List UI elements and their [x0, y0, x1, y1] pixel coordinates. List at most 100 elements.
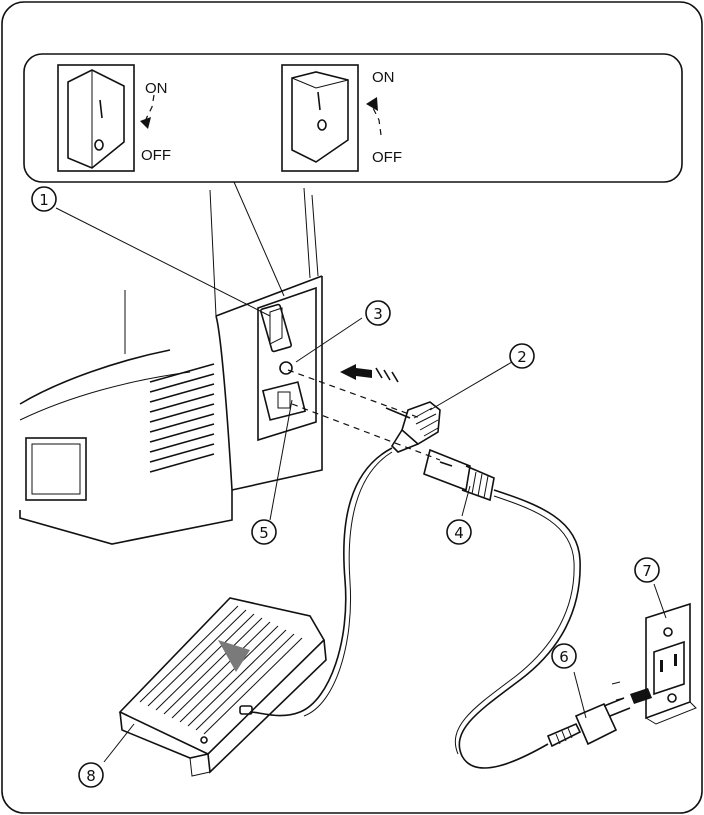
switch-arrow-head	[366, 97, 378, 111]
machine-top-edge	[215, 275, 323, 317]
callout-4: 4	[446, 519, 472, 545]
switch-arrow-head	[140, 117, 151, 129]
leader-inset-switch	[233, 181, 285, 297]
machine-arm	[311, 194, 319, 277]
leader-2	[429, 361, 513, 411]
pedal-ridges	[139, 605, 303, 735]
power-cord	[458, 489, 581, 769]
foot-pedal-side	[207, 639, 327, 774]
machine-arm	[209, 189, 217, 317]
connector-mark	[439, 461, 453, 467]
inset-frame	[23, 53, 683, 183]
machine-power-switch-rocker[interactable]	[269, 307, 283, 345]
leader-4	[461, 485, 471, 517]
callout-number: 6	[559, 648, 569, 666]
machine-contour	[19, 349, 171, 405]
switch-on-mark	[99, 99, 103, 119]
plug-grip	[555, 727, 573, 745]
arrow-solid	[630, 688, 652, 704]
pedal-cord-exit	[239, 705, 253, 715]
leader-6	[573, 671, 587, 719]
switch-rocker	[67, 69, 125, 169]
power-cord-connector	[423, 448, 495, 502]
callout-number: 3	[373, 305, 383, 323]
arrow-tick	[391, 371, 399, 383]
foot-control-cord	[249, 447, 393, 717]
foot-pedal-top	[118, 597, 326, 755]
side-cover	[25, 437, 87, 501]
machine-power-switch[interactable]	[259, 303, 293, 353]
outlet-face	[653, 640, 685, 696]
plug-grip	[413, 407, 439, 437]
off-label: OFF	[372, 149, 402, 166]
machine-arm	[303, 187, 311, 279]
wall-outlet	[645, 602, 697, 725]
pedal-chevron	[218, 640, 250, 672]
leader-7	[653, 583, 667, 619]
side-cover-inner	[31, 443, 81, 495]
arrow-tick	[611, 681, 625, 701]
switch-rocker	[291, 71, 349, 163]
machine-contour	[19, 371, 191, 421]
callout-3: 3	[365, 300, 391, 326]
leader-8	[103, 723, 135, 763]
callout-number: 7	[642, 562, 652, 580]
on-label: ON	[372, 69, 395, 86]
machine-power-socket[interactable]	[261, 381, 307, 421]
foot-control-cord-edge	[303, 451, 393, 717]
callout-2: 2	[509, 343, 535, 369]
switch-right: ON OFF	[281, 64, 402, 172]
callout-number: 8	[86, 767, 96, 785]
arrow-tick	[383, 369, 391, 381]
plug-neck	[390, 429, 419, 453]
plug-prong	[609, 707, 631, 717]
switch-edge	[291, 77, 349, 89]
switch-inset: ON OFF ON OFF	[23, 53, 683, 183]
leader-3	[295, 317, 363, 363]
plug-body	[574, 702, 618, 746]
callout-number: 1	[39, 191, 49, 209]
insertion-arrow	[340, 364, 399, 383]
callout-7: 7	[634, 557, 660, 583]
machine-rear	[231, 276, 323, 491]
switch-off-mark	[94, 139, 104, 151]
foot-pedal-corner	[189, 757, 211, 777]
guide-line-foot-plug	[287, 369, 421, 419]
connector-panel	[257, 286, 317, 442]
machine-body	[19, 187, 323, 545]
arrow-solid	[340, 364, 372, 380]
callout-number: 2	[517, 348, 527, 366]
guide-line-power-plug	[291, 403, 441, 461]
connector-grip	[471, 471, 489, 499]
foot-control-plug	[385, 401, 441, 453]
outlet-slot	[660, 660, 663, 672]
plug-body	[401, 401, 441, 445]
arrow-tick	[375, 367, 383, 379]
connector-body	[423, 448, 471, 492]
off-label: OFF	[141, 147, 171, 164]
machine-power-socket-pins	[277, 391, 291, 409]
machine-side	[215, 315, 233, 491]
callout-8: 8	[78, 762, 104, 788]
switch-arrow-shaft	[371, 105, 382, 136]
outlet-plate-edge	[645, 701, 697, 725]
on-label: ON	[145, 80, 168, 97]
connector-sleeve	[461, 465, 495, 502]
callout-5: 5	[251, 519, 277, 545]
switch-arrow-shaft	[145, 94, 155, 120]
switch-bezel	[57, 64, 135, 172]
switch-on-mark	[317, 91, 321, 111]
power-cord-edge	[454, 495, 575, 755]
vent-slots	[149, 363, 215, 473]
switch-off-mark	[317, 119, 327, 131]
plug-strain-relief	[546, 722, 582, 748]
machine-base	[19, 490, 233, 545]
foot-control	[118, 597, 327, 777]
foot-control-socket[interactable]	[279, 361, 293, 375]
outlet-slot	[674, 654, 677, 666]
pedal-screw	[200, 736, 208, 744]
callout-number: 4	[454, 524, 464, 542]
